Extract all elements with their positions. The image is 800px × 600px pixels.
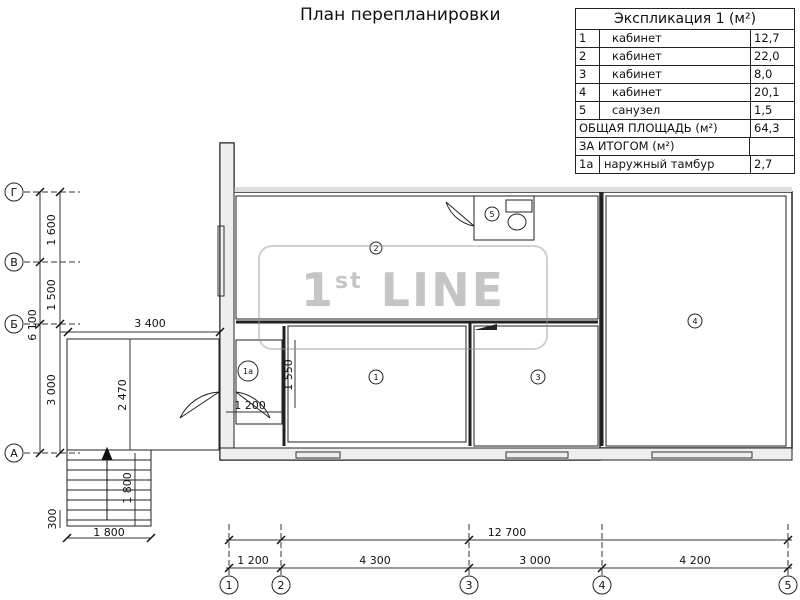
axis-marker-g <box>4 182 24 202</box>
dim-4300: 4 300 <box>359 554 391 567</box>
room-marker-1a <box>237 360 259 382</box>
dim-1800-v: 1 800 <box>121 472 134 504</box>
stairs-arrow <box>101 446 113 520</box>
watermark-logo: 1st LINE <box>258 245 548 350</box>
table-row: 2 кабинет 22,0 <box>576 48 794 66</box>
dim-1200: 1 200 <box>237 554 269 567</box>
room-label-3: 3 <box>535 373 540 382</box>
room-2-outline <box>235 195 599 320</box>
horizontal-dims <box>60 331 792 569</box>
dim-1500: 1 500 <box>45 279 58 311</box>
vertical-dims <box>39 192 296 528</box>
bathroom-fixtures <box>505 199 533 231</box>
page-title: План перепланировки <box>300 5 501 25</box>
counter-icon <box>474 324 497 330</box>
axis-marker-v <box>4 252 24 272</box>
room-label-1a: 1а <box>243 367 253 376</box>
room-3-outline <box>473 325 599 447</box>
axis-label-b: Б <box>10 318 18 331</box>
axis-marker-1 <box>219 575 239 595</box>
axis-marker-4 <box>592 575 612 595</box>
dim-3400: 3 400 <box>134 317 166 330</box>
axis-marker-3 <box>459 575 479 595</box>
axis-label-5: 5 <box>785 579 792 592</box>
room-label-2: 2 <box>373 244 378 253</box>
room-marker-1 <box>368 369 384 385</box>
axis-label-g: Г <box>11 186 18 199</box>
total-label: ОБЩАЯ ПЛОЩАДЬ (м²) <box>576 120 751 137</box>
room-1-outline <box>287 325 467 443</box>
room-marker-3 <box>530 369 546 385</box>
dim-1800-h: 1 800 <box>93 526 125 539</box>
explication-header: Экспликация 1 (м²) <box>576 9 794 30</box>
table-row: 5 санузел 1,5 <box>576 102 794 120</box>
room-label-4: 4 <box>692 317 697 326</box>
total-row: ОБЩАЯ ПЛОЩАДЬ (м²) 64,3 <box>576 120 794 138</box>
room-4-outline <box>605 195 787 447</box>
total-value: 64,3 <box>754 121 780 135</box>
axis-marker-b <box>4 314 24 334</box>
room-label-1: 1 <box>373 373 378 382</box>
windows <box>217 225 753 459</box>
wall-fill-top <box>234 187 792 192</box>
dim-2470: 2 470 <box>116 379 129 411</box>
axis-label-3: 3 <box>466 579 473 592</box>
extra-header-row: ЗА ИТОГОМ (м²) <box>576 138 794 156</box>
table-row: 3 кабинет 8,0 <box>576 66 794 84</box>
room-marker-4 <box>687 313 703 329</box>
room-label-5: 5 <box>489 210 494 219</box>
dim-1550: 1 550 <box>282 359 295 391</box>
axis-label-a: А <box>10 447 18 460</box>
table-row: 1а наружный тамбур 2,7 <box>576 156 794 173</box>
dim-6100: 6 100 <box>26 309 39 341</box>
axis-marker-a <box>4 443 24 463</box>
stairs <box>66 449 152 527</box>
axis-label-2: 2 <box>278 579 285 592</box>
door-bath <box>445 201 475 227</box>
watermark-frame <box>258 245 548 350</box>
axis-lines-left <box>24 191 80 454</box>
door-entrance <box>179 391 220 419</box>
axis-marker-5 <box>778 575 798 595</box>
watermark-text: 1st LINE <box>300 263 505 317</box>
dim-12700: 12 700 <box>488 526 527 539</box>
axis-label-1: 1 <box>226 579 233 592</box>
dim-300: 300 <box>46 509 59 530</box>
dim-4200: 4 200 <box>679 554 711 567</box>
room-marker-2 <box>369 241 383 255</box>
axis-label-v: В <box>10 256 18 269</box>
dim-1600: 1 600 <box>45 214 58 246</box>
axis-label-4: 4 <box>599 579 606 592</box>
dim-1200-a: 1 200 <box>234 399 266 412</box>
dim-3000-b: 3 000 <box>519 554 551 567</box>
door-1a <box>235 391 271 419</box>
explication-table: Экспликация 1 (м²) 1 кабинет 12,7 2 каби… <box>575 8 795 174</box>
room-5-outline <box>473 195 535 241</box>
table-row: 1 кабинет 12,7 <box>576 30 794 48</box>
dim-3000: 3 000 <box>45 374 58 406</box>
external-vestibule <box>66 338 220 451</box>
extra-label: ЗА ИТОГОМ (м²) <box>576 138 750 155</box>
axis-marker-2 <box>271 575 291 595</box>
tick-marks <box>35 187 793 573</box>
table-row: 4 кабинет 20,1 <box>576 84 794 102</box>
room-marker-5 <box>484 206 500 222</box>
